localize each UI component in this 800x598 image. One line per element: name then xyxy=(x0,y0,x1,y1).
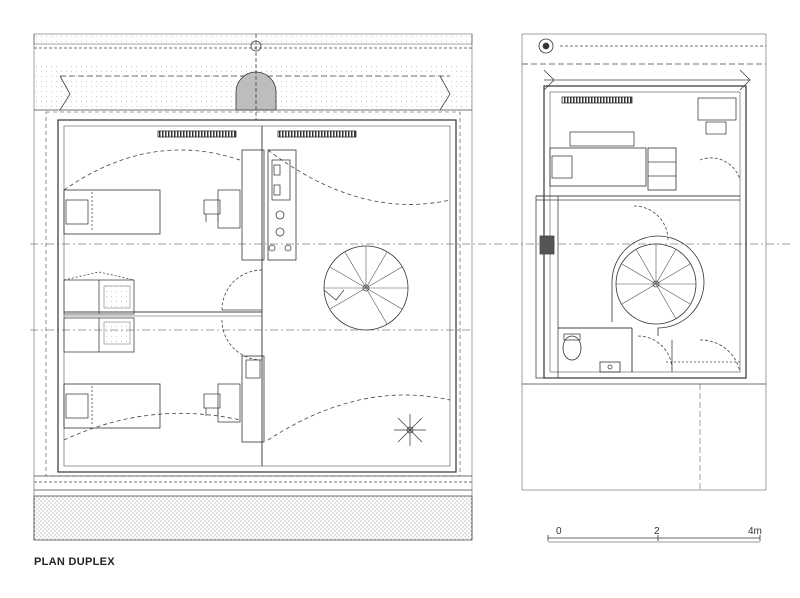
bed-icon xyxy=(63,383,161,429)
right-plan-upper-floor xyxy=(521,33,767,491)
drawing-caption: PLAN DUPLEX xyxy=(34,556,115,568)
sink-icon xyxy=(599,361,621,373)
toilet-icon xyxy=(562,333,582,361)
scale-label-0: 0 xyxy=(556,526,562,537)
north-marker-icon xyxy=(538,38,554,54)
chair-icon xyxy=(203,393,221,416)
scale-bar xyxy=(547,535,761,543)
left-plan-lower-floor xyxy=(30,33,790,541)
chair-icon xyxy=(203,199,221,222)
bed-icon xyxy=(549,147,677,191)
stair-icon xyxy=(611,235,705,336)
plant-icon xyxy=(394,414,426,446)
scale-label-4m: 4m xyxy=(748,526,762,537)
chair-icon xyxy=(705,121,727,135)
scale-label-2: 2 xyxy=(654,526,660,537)
bed-icon xyxy=(63,189,161,235)
stair-icon xyxy=(323,245,409,331)
